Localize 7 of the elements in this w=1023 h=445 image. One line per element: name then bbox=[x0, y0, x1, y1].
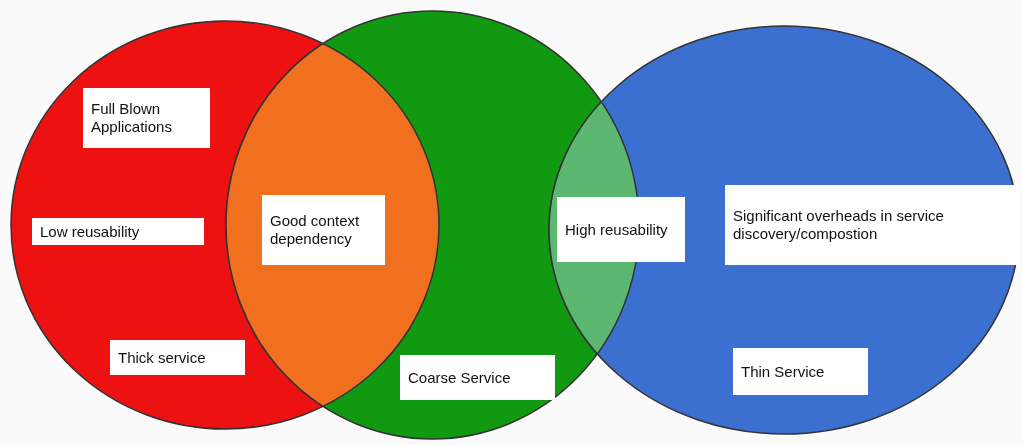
text-label: Full Blown Applications bbox=[83, 88, 210, 148]
text-label: Thick service bbox=[110, 340, 245, 375]
text-label: Good context dependency bbox=[262, 195, 385, 265]
text-label: Thin Service bbox=[733, 348, 868, 395]
text-label: Coarse Service bbox=[400, 355, 555, 400]
text-label: Significant overheads in service discovery/compostion bbox=[725, 185, 1020, 265]
text-label: Low reusability bbox=[32, 218, 204, 245]
